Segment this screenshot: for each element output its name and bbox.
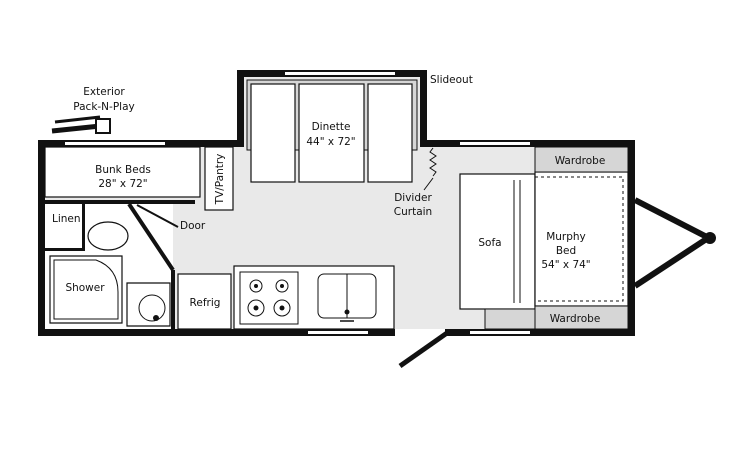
tv-pantry-label: TV/Pantry — [214, 154, 226, 206]
entry-door — [398, 330, 449, 369]
refrigerator-label: Refrig — [190, 297, 221, 309]
wardrobe-bottom-label: Wardrobe — [550, 313, 601, 325]
bathroom: Linen Shower — [45, 200, 195, 329]
sofa: Sofa — [459, 173, 536, 330]
wardrobe-top-label: Wardrobe — [555, 155, 606, 167]
dinette: Dinette 44" x 72" — [246, 79, 418, 183]
dinette-size: 44" x 72" — [306, 136, 355, 148]
kitchen-sink — [317, 273, 377, 322]
exterior-pack-n-play-label-line1: Exterior — [83, 86, 125, 98]
shower-label: Shower — [65, 282, 105, 294]
cooktop — [247, 279, 291, 317]
bath-door-label: Door — [180, 220, 206, 232]
tv-pantry: TV/Pantry — [204, 146, 234, 211]
wardrobe-top: Wardrobe — [534, 146, 629, 173]
bunk-beds: Bunk Beds 28" x 72" — [44, 146, 201, 198]
exterior-pack-n-play: Exterior Pack-N-Play — [51, 86, 135, 134]
wardrobe-bottom: Wardrobe — [534, 305, 629, 330]
sofa-label: Sofa — [478, 237, 501, 249]
bunk-beds-size: 28" x 72" — [98, 178, 147, 190]
trailer-hitch — [633, 197, 716, 289]
slideout-label: Slideout — [430, 74, 473, 86]
linen-label: Linen — [52, 213, 81, 225]
exterior-walls — [38, 70, 635, 336]
exterior-pack-n-play-label-line2: Pack-N-Play — [73, 101, 134, 113]
murphy-bed-size: 54" x 74" — [541, 259, 590, 271]
kitchen-counter — [233, 265, 395, 330]
refrigerator: Refrig — [177, 273, 232, 330]
divider-curtain-label-line2: Curtain — [394, 206, 432, 218]
bunk-beds-label: Bunk Beds — [95, 164, 151, 176]
divider-curtain: Divider Curtain — [394, 147, 437, 218]
murphy-bed-label-line1: Murphy — [546, 231, 586, 243]
dinette-label: Dinette — [312, 121, 351, 133]
murphy-bed-label-line2: Bed — [556, 245, 576, 257]
murphy-bed: Murphy Bed 54" x 74" — [534, 171, 629, 307]
divider-curtain-label-line1: Divider — [394, 192, 432, 204]
